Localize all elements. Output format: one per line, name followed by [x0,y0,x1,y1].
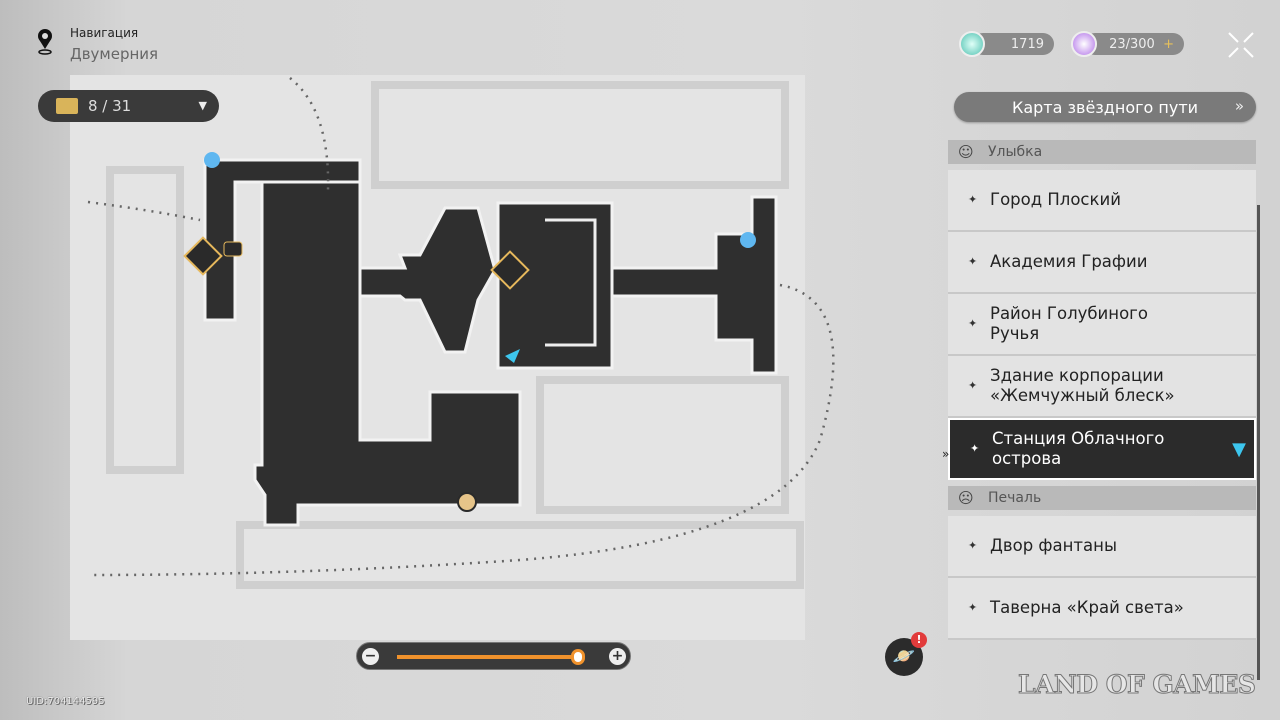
list-scrollbar[interactable] [1257,205,1260,680]
close-icon[interactable] [1226,30,1256,60]
category-header-sorrow: ☹ Печаль [948,486,1256,510]
dropdown-triangle-icon: ▼ [198,99,207,112]
list-item[interactable]: ✦ Академия Графии [948,232,1256,294]
item-label: Таверна «Край света» [990,598,1184,617]
space-anchor-marker[interactable] [740,232,756,248]
list-item[interactable]: ✦ Город Плоский [948,170,1256,232]
sparkle-icon: ✦ [968,255,978,268]
list-item[interactable]: ✦ Двор фантаны [948,516,1256,578]
location-name: Двумерния [70,45,159,63]
add-power-button[interactable]: + [1163,36,1174,52]
current-location-marker-icon: ▼ [1232,439,1246,460]
list-item[interactable]: ✦ Таверна «Край света» [948,578,1256,640]
location-list: ☺Улыбка ✦Город Плоский ✦Академия Графии … [942,140,1256,640]
category-name: Улыбка [988,144,1043,160]
item-label: Академия Графии [990,252,1148,271]
sparkle-icon: ✦ [968,193,978,206]
npc-marker[interactable] [223,241,243,257]
category-name: Печаль [988,490,1042,506]
sad-mask-icon: ☹ [958,489,974,507]
chest-counter-dropdown[interactable]: 8 / 31 ▼ [38,90,219,122]
chest-icon [56,98,78,114]
item-label: Город Плоский [990,190,1121,209]
stellar-jade-icon [959,31,985,57]
navigation-header: Навигация Двумерния [36,26,158,63]
list-item[interactable]: ✦ Здание корпорации «Жемчужный блеск» [948,356,1256,418]
planet-icon: 🪐 [892,646,916,667]
route-lines [87,77,835,577]
map-markers[interactable] [183,152,756,512]
location-pin-icon [38,29,52,55]
star-rail-map-label: Карта звёздного пути [1011,97,1199,117]
item-label: Двор фантаны [990,536,1117,555]
sparkle-icon: ✦ [970,442,980,455]
background-buildings [106,81,804,589]
zoom-out-button[interactable]: − [362,648,379,665]
watermark: LAND OF GAMES [1017,670,1256,700]
user-id: UID:704144595 [26,696,105,707]
double-chevron-right-icon: » [1234,97,1244,115]
item-label: Район Голубиного Ручья [990,304,1148,343]
list-item-selected[interactable]: » ✦ Станция Облачного острова ▼ [942,418,1256,480]
walkways [203,158,778,527]
sparkle-icon: ✦ [968,379,978,392]
sparkle-icon: ✦ [968,539,978,552]
quest-button[interactable]: 🪐! [885,632,927,676]
space-anchor-marker[interactable] [204,152,220,168]
item-label: Станция Облачного острова [992,429,1165,468]
stellar-jade-counter: 1719 [972,33,1054,55]
enemy-marker[interactable] [183,236,223,276]
trailblaze-power-counter[interactable]: 23/300 + [1084,33,1184,55]
sparkle-icon: ✦ [968,317,978,330]
zoom-track[interactable] [397,655,578,659]
zoom-in-button[interactable]: + [609,648,626,665]
sparkle-icon: ✦ [968,601,978,614]
selection-arrow-icon: » [942,447,950,461]
player-position-icon [505,349,520,363]
zoom-slider[interactable]: − + [356,642,631,670]
chest-count: 8 / 31 [88,97,132,115]
map-canvas[interactable] [0,0,940,720]
star-rail-map-button[interactable]: Карта звёздного пути » [954,92,1256,122]
list-item[interactable]: ✦ Район Голубиного Ручья [948,294,1256,356]
trailblaze-power-value: 23/300 [1109,36,1155,52]
notification-badge: ! [911,632,927,648]
item-label: Здание корпорации «Жемчужный блеск» [990,366,1175,405]
stellar-jade-value: 1719 [1010,36,1044,52]
navigation-label: Навигация [70,26,139,40]
smile-mask-icon: ☺ [958,143,974,161]
trailblaze-power-icon [1071,31,1097,57]
map-area [70,75,805,640]
zoom-handle[interactable] [570,649,585,665]
enemy-marker[interactable] [490,250,530,290]
puzzle-marker[interactable] [457,492,477,512]
category-header-smile: ☺ Улыбка [948,140,1256,164]
